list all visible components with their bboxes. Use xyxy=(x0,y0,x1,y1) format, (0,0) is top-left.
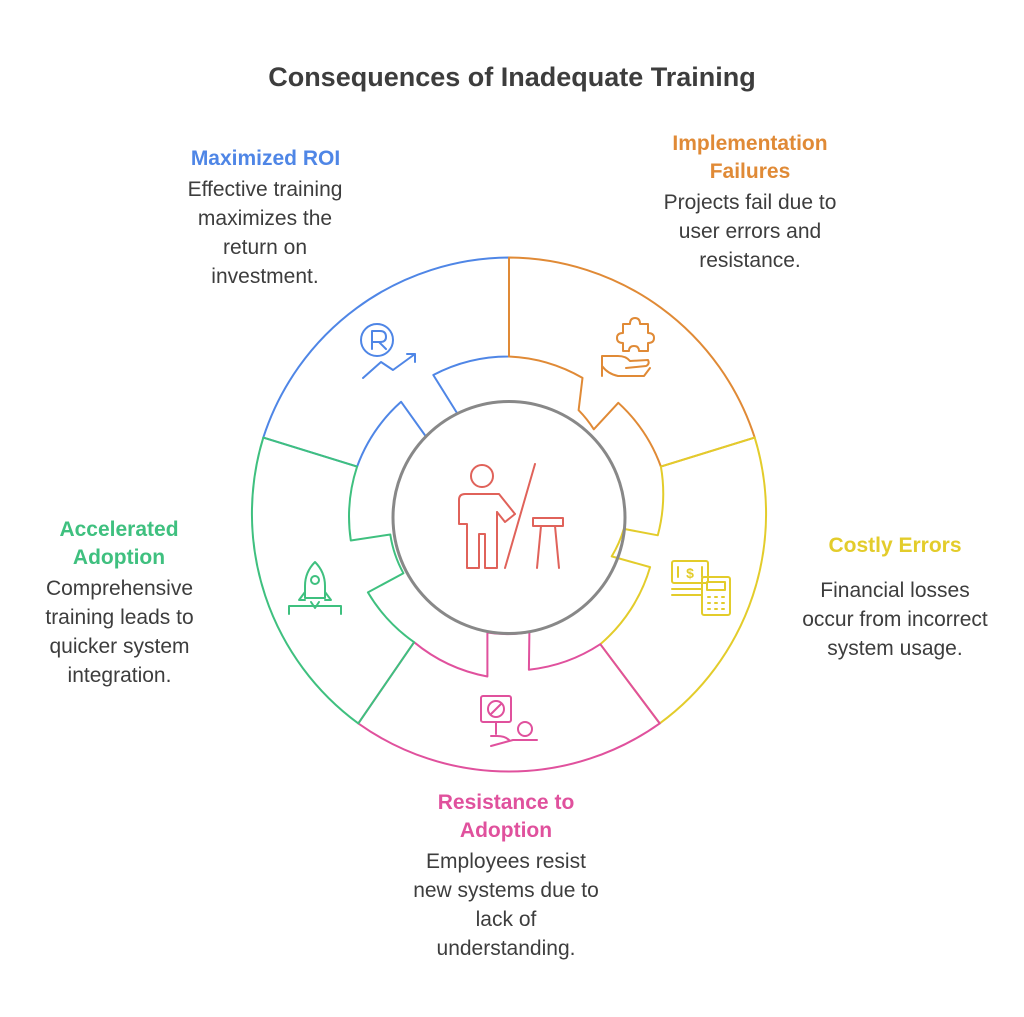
label-adoption: Accelerated Adoption Comprehensive train… xyxy=(12,516,227,690)
segment-errors-outer xyxy=(599,436,768,725)
heading-failures: Implementation Failures xyxy=(672,132,828,183)
blocked-sign-person-icon xyxy=(480,695,538,747)
diagram-title: Consequences of Inadequate Training xyxy=(268,62,756,92)
money-calculator-icon: $ xyxy=(671,560,731,616)
label-resistance: Resistance to Adoption Employees resist … xyxy=(400,789,612,963)
label-roi: Maximized ROI Effective training maximiz… xyxy=(158,145,373,291)
segment-adoption-outer xyxy=(250,436,416,725)
puzzle-hand-icon xyxy=(601,317,655,377)
segment-resistance xyxy=(357,630,661,773)
segment-failures-outer xyxy=(508,256,756,468)
label-failures: Implementation Failures Projects fail du… xyxy=(640,130,860,275)
heading-adoption: Accelerated Adoption xyxy=(59,518,179,569)
rocket-launch-icon xyxy=(288,561,342,615)
center-hub xyxy=(391,400,627,635)
description-failures: Projects fail due to user errors and res… xyxy=(663,191,837,272)
trainer-presenting-icon xyxy=(458,463,564,569)
label-errors: Costly Errors Financial losses occur fro… xyxy=(790,532,1000,663)
description-roi: Effective training maximizes the return … xyxy=(187,178,343,288)
segment-failures xyxy=(508,256,756,468)
segment-resistance-outer xyxy=(357,630,661,773)
description-errors: Financial losses occur from incorrect sy… xyxy=(802,579,988,660)
center-circle xyxy=(391,400,627,635)
heading-errors: Costly Errors xyxy=(828,534,962,557)
description-adoption: Comprehensive training leads to quicker … xyxy=(45,577,194,687)
segment-adoption xyxy=(250,436,416,725)
heading-roi: Maximized ROI xyxy=(190,147,341,170)
segment-errors: $ xyxy=(599,436,768,725)
roi-growth-icon xyxy=(360,323,416,379)
heading-resistance: Resistance to Adoption xyxy=(437,791,575,842)
description-resistance: Employees resist new systems due to lack… xyxy=(413,850,599,960)
svg-text:$: $ xyxy=(686,565,694,581)
